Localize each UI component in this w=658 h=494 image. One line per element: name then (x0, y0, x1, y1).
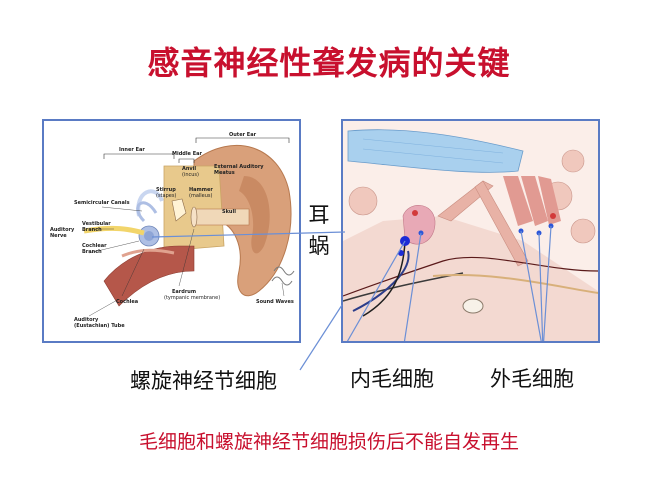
caption-spiral-ganglion: 螺旋神经节细胞 (130, 369, 277, 393)
cochlea-char-1: 耳 (308, 203, 330, 227)
label-auditory-nerve-1: Auditory (50, 227, 75, 233)
label-inner-ear: Inner Ear (119, 147, 145, 153)
label-external-auditory: External Auditory (214, 164, 264, 170)
label-sound-waves: Sound Waves (256, 299, 294, 305)
caption-outer-hair-cells: 外毛细胞 (490, 367, 574, 391)
label-stirrup: Stirrup (156, 187, 176, 193)
label-malleus: (malleus) (189, 193, 213, 199)
label-tympanic: (tympanic membrane) (164, 295, 220, 301)
label-skull: Skull (222, 209, 236, 215)
label-auditory-tube: Auditory (74, 317, 99, 323)
label-anvil: Anvil (182, 166, 196, 172)
label-eardrum: Eardrum (172, 289, 196, 295)
cochlea-label: 耳 蜗 (305, 200, 333, 262)
label-meatus: Meatus (214, 170, 235, 176)
label-branch-1: Branch (82, 227, 102, 233)
label-branch-2: Branch (82, 249, 102, 255)
footer-note: 毛细胞和螺旋神经节细胞损伤后不能自发再生 (138, 431, 519, 453)
label-middle-ear: Middle Ear (172, 151, 202, 157)
label-incus: (incus) (182, 172, 199, 178)
cochlea-char-2: 蜗 (308, 234, 330, 258)
label-cochlea: Cochlea (116, 299, 138, 305)
caption-inner-hair-cells: 内毛细胞 (350, 367, 434, 391)
page-title: 感音神经性聋发病的关键 (147, 44, 511, 82)
label-vestibular: Vestibular (82, 221, 111, 227)
label-semicircular-canals: Semicircular Canals (74, 200, 130, 206)
ear-anatomy-diagram: Inner Ear Middle Ear Outer Ear Anvil (in… (42, 119, 301, 343)
label-eustachian: (Eustachian) Tube (74, 323, 125, 329)
label-outer-ear: Outer Ear (229, 132, 257, 138)
label-cochlear: Cochlear (82, 243, 107, 249)
label-auditory-nerve-2: Nerve (50, 233, 67, 239)
label-hammer: Hammer (189, 187, 213, 193)
organ-of-corti-diagram (341, 119, 600, 343)
label-stapes: (stapes) (156, 193, 176, 199)
